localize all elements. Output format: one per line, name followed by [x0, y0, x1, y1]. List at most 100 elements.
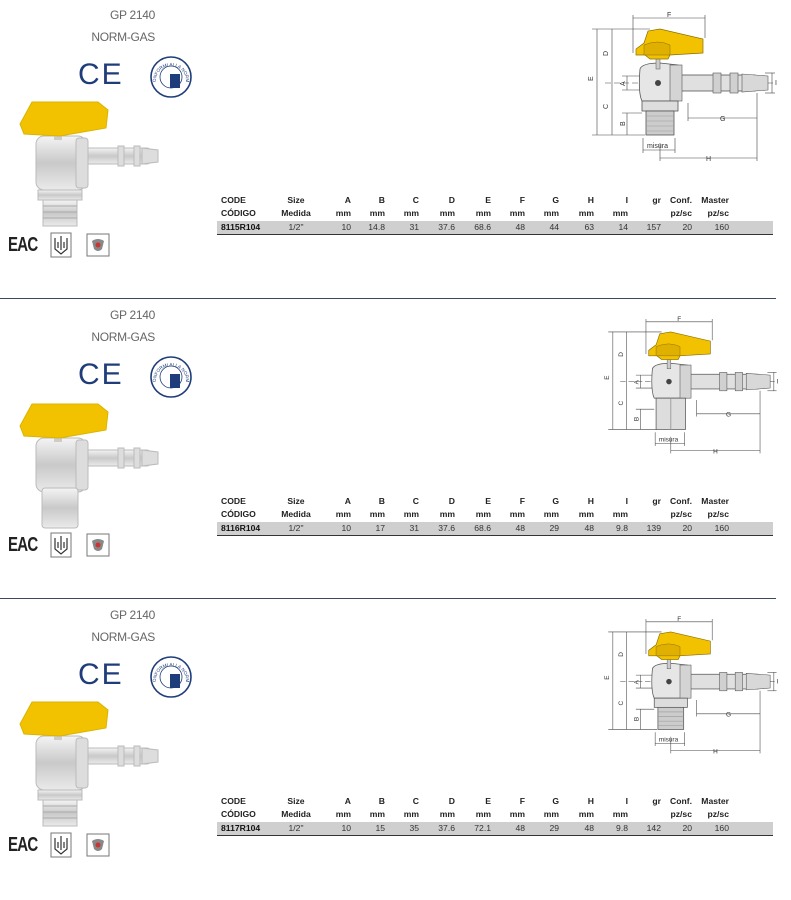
cell-B: 17	[355, 522, 389, 536]
cell-code: 8116R104	[217, 522, 271, 536]
ce-mark: CE	[78, 58, 124, 91]
column-header-C: C	[412, 195, 419, 205]
column-unit-gr	[632, 509, 665, 522]
column-unit-D: mm	[439, 809, 455, 819]
column-unit-H: mm	[578, 809, 594, 819]
column-header-H: H	[587, 195, 594, 205]
column-unit-H: mm	[578, 208, 594, 218]
dimension-diagram: F E D C A B I G H misura	[604, 616, 779, 755]
column-header-A: A	[344, 496, 351, 506]
cell-E: 68.6	[459, 522, 495, 536]
valve-body-drawing	[648, 631, 771, 730]
column-header-F: F	[519, 496, 525, 506]
dim-label-c: C	[618, 701, 625, 706]
column-unit-G: mm	[543, 509, 559, 519]
cell-F: 48	[495, 221, 529, 235]
column-unit-G: mm	[543, 208, 559, 218]
column-header-G: G	[552, 796, 559, 806]
ukraine-trident-icon	[50, 532, 72, 558]
dim-label-d: D	[618, 352, 625, 357]
column-header-code: CODE	[221, 796, 246, 806]
norm-conformity-badge-icon: CONFORMI ALLA NORMA	[149, 655, 192, 698]
dim-label-f: F	[667, 12, 671, 19]
cell-code: 8117R104	[217, 822, 271, 836]
cell-H: 63	[563, 221, 598, 235]
cell-A: 10	[321, 221, 355, 235]
column-header-A: A	[344, 195, 351, 205]
dim-label-a: A	[634, 679, 641, 684]
column-unit-conf: pz/sc	[670, 809, 693, 819]
cell-G: 29	[529, 522, 563, 536]
dim-label-c: C	[603, 104, 610, 109]
column-header-B: B	[378, 496, 385, 506]
column-header-conf: Conf.	[670, 195, 692, 205]
dim-label-h: H	[706, 156, 711, 163]
column-unit-H: mm	[578, 509, 594, 519]
cell-I: 9.8	[598, 522, 632, 536]
column-unit-conf: pz/sc	[670, 208, 693, 218]
cell-B: 14.8	[355, 221, 389, 235]
dim-label-e: E	[604, 675, 611, 680]
cell-D: 37.6	[423, 822, 459, 836]
product-section: GP 2140 NORM-GAS CE CONFORMI ALLA NORMA …	[0, 300, 791, 600]
column-header-G: G	[552, 195, 559, 205]
cell-D: 37.6	[423, 522, 459, 536]
dim-label-misura: misura	[659, 436, 679, 443]
column-header-B: B	[378, 796, 385, 806]
column-header-size: Size	[287, 195, 305, 205]
product-section: GP 2140 NORM-GAS CE CONFORMI ALLA NORMA …	[0, 600, 791, 900]
dim-label-g: G	[726, 412, 731, 419]
valve-photo	[19, 101, 159, 227]
dimension-diagram: F E D C A B I G H misura	[588, 12, 777, 163]
ce-mark: CE	[78, 358, 124, 391]
certification-marks: EAC	[8, 232, 110, 258]
dim-label-i: I	[777, 378, 779, 385]
cell-I: 14	[598, 221, 632, 235]
ukraine-trident-icon	[50, 232, 72, 258]
eac-mark: EAC	[8, 533, 38, 556]
cell-master: 160	[696, 221, 733, 235]
column-unit-A: mm	[335, 809, 351, 819]
column-unit-C: mm	[403, 509, 419, 519]
norm-conformity-badge-icon: CONFORMI ALLA NORMA	[149, 355, 192, 398]
column-unit-B: mm	[369, 208, 385, 218]
column-unit-A: mm	[335, 509, 351, 519]
column-unit-G: mm	[543, 809, 559, 819]
column-unit-I: mm	[612, 208, 628, 218]
cell-G: 29	[529, 822, 563, 836]
column-header-D: D	[448, 796, 455, 806]
valve-photo	[19, 701, 159, 827]
column-header-master: Master	[701, 496, 729, 506]
column-unit-E: mm	[475, 809, 491, 819]
dim-label-g: G	[720, 116, 725, 123]
column-header-conf: Conf.	[670, 496, 692, 506]
dim-label-i: I	[777, 678, 779, 685]
dim-label-e: E	[604, 375, 611, 380]
column-unit-C: mm	[403, 208, 419, 218]
series-label: GP 2140	[109, 8, 155, 22]
column-header-gr: gr	[652, 796, 661, 806]
column-unit-master: pz/sc	[707, 809, 730, 819]
norm-label: NORM-GAS	[91, 630, 155, 644]
cell-F: 48	[495, 822, 529, 836]
column-unit-code: CÓDIGO	[221, 809, 256, 819]
column-header-G: G	[552, 496, 559, 506]
norm-label: NORM-GAS	[91, 330, 155, 344]
valve-photo	[19, 403, 159, 529]
column-header-code: CODE	[221, 496, 246, 506]
russia-eagle-icon	[86, 533, 110, 557]
column-unit-gr	[632, 809, 665, 822]
column-unit-master: pz/sc	[707, 208, 730, 218]
dim-label-d: D	[603, 51, 610, 56]
column-header-A: A	[344, 796, 351, 806]
column-header-master: Master	[701, 195, 729, 205]
column-unit-C: mm	[403, 809, 419, 819]
column-unit-I: mm	[612, 809, 628, 819]
